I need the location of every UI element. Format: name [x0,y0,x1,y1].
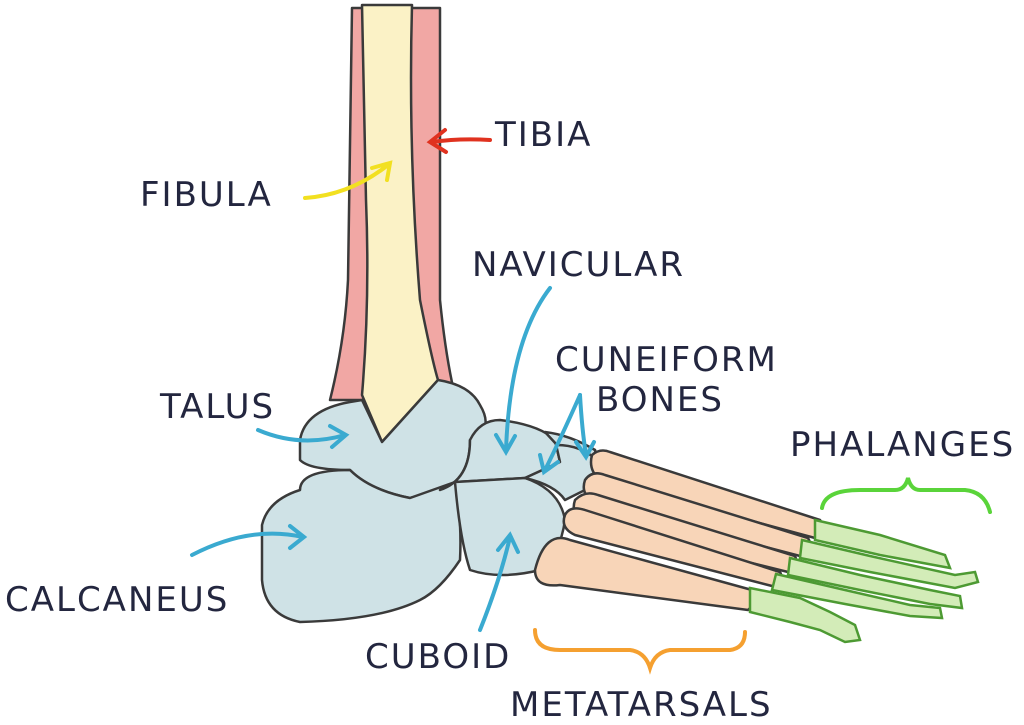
label-calcaneus: CALCANEUS [5,580,230,620]
phalanges-bones [748,518,980,644]
navicular-arrow [494,286,552,457]
tibia-arrow [426,128,492,154]
metatarsals-brace [533,628,747,675]
label-navicular: NAVICULAR [472,245,686,285]
label-cuneiform-line1: CUNEIFORM [555,340,778,380]
fibula-bone [360,3,440,444]
label-metatarsals: METATARSALS [510,685,773,725]
calcaneus-arrow [190,524,308,557]
cuneiform-arrow-1 [538,393,582,476]
talus-arrow [256,424,350,449]
phalanges-brace [820,477,992,514]
cuneiform-arrow-2 [574,393,596,461]
label-cuneiform-line2: BONES [596,380,724,420]
label-cuboid: CUBOID [365,637,512,677]
label-fibula: FIBULA [140,175,273,215]
fibula-arrow [303,160,393,200]
label-phalanges: PHALANGES [790,425,1016,465]
label-tibia: TIBIA [495,115,593,155]
label-talus: TALUS [160,387,276,427]
cuboid-arrow [478,531,520,632]
